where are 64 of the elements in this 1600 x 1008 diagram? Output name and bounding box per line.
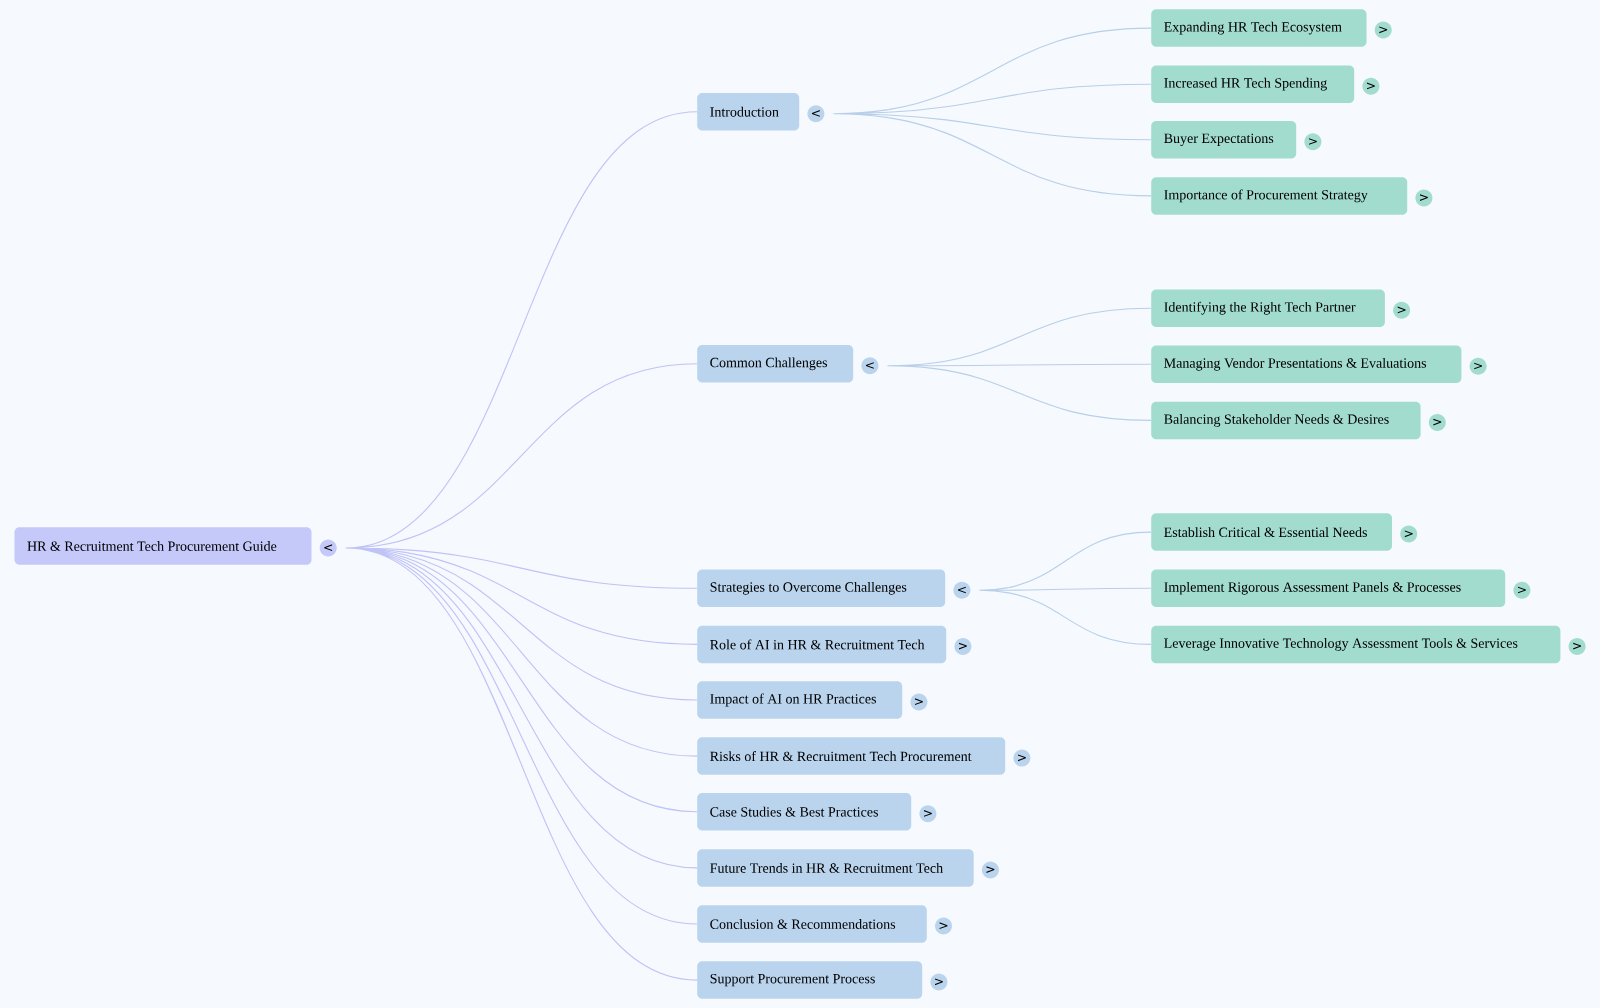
branch-line: [932, 363, 1152, 367]
topic-box: Risks of HR & Recruitment Tech Procurement: [697, 737, 1006, 775]
subtopic-box: Identifying the Right Tech Partner: [1151, 289, 1385, 327]
subtopic-box: Increased HR Tech Spending: [1151, 65, 1355, 103]
branch-line: [1008, 531, 1152, 589]
subtopic-box: Buyer Expectations: [1151, 121, 1297, 159]
branch-line: [887, 27, 1152, 111]
toggle-button: >: [1374, 21, 1392, 39]
toggle-button: >: [954, 637, 972, 655]
topic-box: Impact of AI on HR Practices: [697, 681, 903, 719]
toggle-button: >: [1568, 637, 1586, 655]
subtopic-box: Managing Vendor Presentations & Evaluations: [1151, 345, 1462, 384]
toggle-button: >: [1393, 301, 1411, 319]
toggle-button: >: [1362, 77, 1380, 95]
connector-trunk: [832, 109, 889, 119]
toggle-button: <: [319, 539, 337, 557]
subtopic-box: Implement Rigorous Assessment Panels & Processes: [1151, 569, 1506, 608]
branch-line: [376, 363, 698, 547]
branch-line: [932, 367, 1152, 421]
branch-line: [1008, 587, 1152, 591]
branch-line: [406, 552, 698, 645]
topic-box: Role of AI in HR & Recruitment Tech: [697, 625, 947, 664]
branch-line: [1008, 592, 1152, 645]
toggle-button: <: [807, 105, 825, 123]
subtopic-box: Leverage Innovative Technology Assessment Tools & Services: [1151, 625, 1561, 664]
topic-box: Future Trends in HR & Recruitment Tech: [697, 849, 974, 887]
connector-trunk: [886, 362, 934, 369]
toggle-button: >: [919, 805, 937, 823]
branch-line: [406, 560, 698, 813]
toggle-button: >: [1428, 413, 1446, 431]
connector-trunk: [978, 587, 1010, 594]
toggle-button: >: [1513, 581, 1531, 599]
toggle-button: >: [1013, 749, 1031, 767]
subtopic-box: Expanding HR Tech Ecosystem: [1151, 9, 1367, 47]
branch-line: [932, 307, 1152, 364]
topic-box: Support Procurement Process: [697, 961, 923, 999]
branch-line: [406, 562, 698, 869]
topic-box: Introduction: [697, 92, 800, 131]
topic-box: Conclusion & Recommendations: [697, 905, 927, 943]
branch-line: [406, 554, 698, 701]
branch-line: [406, 549, 698, 589]
branch-line: [887, 114, 1152, 141]
central-topic-box: HR & Recruitment Tech Procurement Guide: [14, 527, 312, 565]
toggle-button: >: [1304, 133, 1322, 151]
toggle-button: >: [1469, 357, 1487, 375]
branch-line: [887, 83, 1152, 113]
toggle-button: >: [1415, 189, 1433, 207]
toggle-button: >: [981, 861, 999, 879]
topic-box: Strategies to Overcome Challenges: [697, 569, 946, 608]
connector-trunk: [345, 542, 408, 570]
topic-box: Case Studies & Best Practices: [697, 792, 912, 831]
subtopic-box: Balancing Stakeholder Needs & Desires: [1151, 401, 1421, 440]
toggle-button: >: [935, 917, 952, 935]
topic-box: Common Challenges: [697, 345, 854, 383]
branch-line: [887, 117, 1152, 197]
toggle-button: >: [910, 693, 928, 711]
subtopic-box: Importance of Procurement Strategy: [1151, 177, 1408, 215]
toggle-button: >: [930, 973, 948, 991]
toggle-button: <: [953, 581, 971, 599]
toggle-button: <: [861, 357, 879, 375]
subtopic-box: Establish Critical & Essential Needs: [1151, 513, 1392, 551]
branch-line: [406, 557, 698, 757]
branch-line: [374, 111, 698, 545]
toggle-button: >: [1400, 525, 1418, 543]
